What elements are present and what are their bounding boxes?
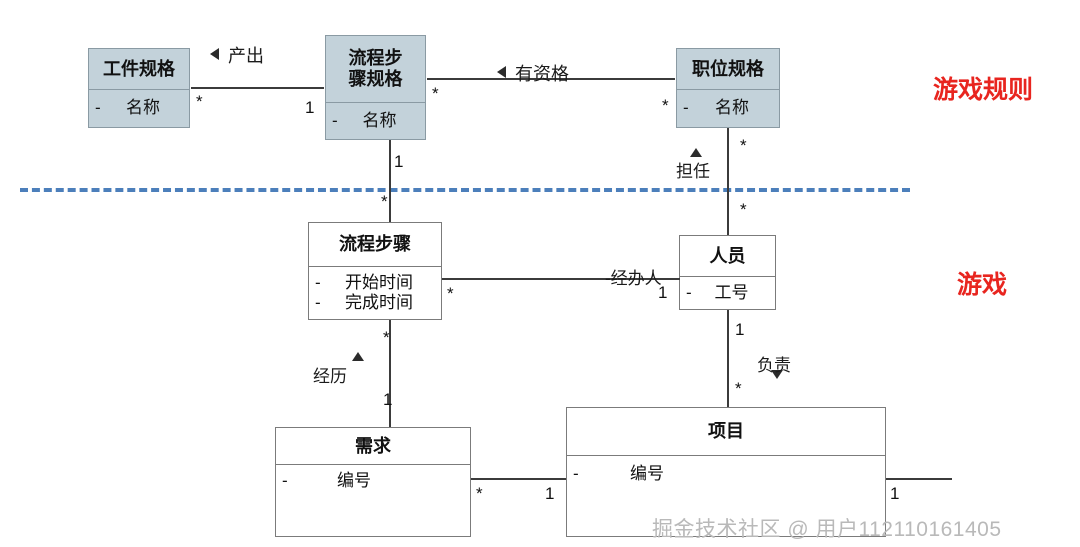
class-separator [677,89,779,90]
zone-divider [20,188,910,192]
attribute-row: - 名称 [332,111,419,131]
mult-spec-to-step-top: 1 [394,152,404,171]
attribute-name: 名称 [715,98,749,118]
class-separator [309,266,441,267]
class-title-person: 人员 [709,245,746,266]
mult-req-project-project: 1 [545,484,555,503]
attribute-name: 名称 [362,110,397,130]
connector-produces [191,87,324,89]
arrow-qualified-icon [497,66,506,78]
mult-req-project-requirement: * [476,484,483,503]
mult-experience-step: * [383,328,390,347]
attribute-name: 完成时间 [345,293,413,312]
class-box-person[interactable]: 人员 - 工号 [679,235,776,310]
assoc-label-produces: 产出 [228,46,264,66]
class-attributes-person: - 工号 [680,277,775,309]
arrow-in-charge-icon [771,370,783,379]
mult-produces-step-spec: 1 [305,98,315,117]
attribute-visibility: - [315,293,321,312]
attribute-name: 编号 [630,464,664,483]
attribute-visibility: - [683,98,689,118]
class-attributes-process-step: - 开始时间 - 完成时间 [309,267,441,319]
attribute-name: 编号 [337,471,371,490]
class-separator [326,102,425,103]
mult-qualified-step-spec: * [432,84,439,103]
mult-spec-to-step-bottom: * [381,192,388,211]
class-attributes-project: - 编号 [567,456,885,536]
connector-in-charge [727,310,729,410]
assoc-label-qualified: 有资格 [515,64,569,84]
attribute-visibility: - [686,282,692,302]
class-box-requirement[interactable]: 需求 - 编号 [275,427,471,537]
class-title-process-step-spec: 流程步 骤规格 [348,48,403,89]
attribute-visibility: - [573,464,579,483]
mult-serves-as-position: * [740,136,747,155]
attribute-visibility: - [315,272,321,292]
class-title-project: 项目 [708,421,744,442]
class-attributes-requirement: - 编号 [276,465,470,536]
arrow-experience-icon [352,352,364,361]
class-box-position-spec[interactable]: 职位规格 - 名称 [676,48,780,128]
assoc-label-serves-as: 担任 [676,162,710,181]
connector-experience [389,320,391,430]
attribute-row: - 编号 [573,464,879,484]
class-box-process-step-spec[interactable]: 流程步 骤规格 - 名称 [325,35,426,140]
mult-handler-step: * [447,284,454,303]
class-title-workpiece-spec: 工件规格 [103,58,175,79]
watermark-text: 掘金技术社区 @ 用户112110161405 [652,518,1002,541]
class-box-project[interactable]: 项目 - 编号 [566,407,886,537]
connector-serves-as [727,128,729,235]
attribute-row: - 名称 [683,98,773,118]
attribute-visibility: - [332,110,338,130]
class-box-process-step[interactable]: 流程步骤 - 开始时间 - 完成时间 [308,222,442,320]
attribute-visibility: - [95,98,101,118]
zone-caption-rules: 游戏规则 [933,76,1034,104]
mult-experience-requirement: 1 [383,390,393,409]
class-separator [567,455,885,456]
mult-handler-person: 1 [658,283,668,302]
attribute-row: - 名称 [95,98,183,118]
zone-caption-game: 游戏 [957,271,1008,299]
class-title-process-step: 流程步骤 [339,234,411,255]
connector-qualified [427,78,675,80]
class-separator [680,276,775,277]
class-attributes-process-step-spec: - 名称 [326,103,425,139]
attribute-name: 名称 [126,98,160,118]
mult-produces-workpiece: * [196,92,203,111]
mult-qualified-position-spec: * [662,96,669,115]
mult-project-right-stub: 1 [890,484,900,503]
connector-handler [442,278,680,280]
connector-spec-to-step [389,140,391,222]
attribute-name: 工号 [714,282,749,302]
mult-serves-as-person: * [740,200,747,219]
arrow-produces-icon [210,48,219,60]
class-title-position-spec: 职位规格 [692,58,764,79]
assoc-label-in-charge: 负责 [757,356,791,375]
attribute-name: 开始时间 [345,272,413,292]
attribute-row: - 工号 [686,283,769,303]
connector-requirement-project [471,478,567,480]
attribute-row: - 完成时间 [315,293,435,313]
mult-in-charge-project: * [735,379,742,398]
class-attributes-position-spec: - 名称 [677,90,779,127]
class-title-requirement: 需求 [355,435,391,456]
attribute-visibility: - [282,471,288,490]
connector-project-right-stub [886,478,952,480]
assoc-label-experience: 经历 [313,367,347,386]
assoc-label-handler: -经办人 [605,269,662,288]
mult-in-charge-person: 1 [735,320,745,339]
class-box-workpiece-spec[interactable]: 工件规格 - 名称 [88,48,190,128]
attribute-row: - 开始时间 [315,273,435,293]
arrow-serves-as-icon [690,148,702,157]
class-attributes-workpiece-spec: - 名称 [89,90,189,127]
class-separator [89,89,189,90]
class-separator [276,464,470,465]
attribute-row: - 编号 [282,471,464,491]
